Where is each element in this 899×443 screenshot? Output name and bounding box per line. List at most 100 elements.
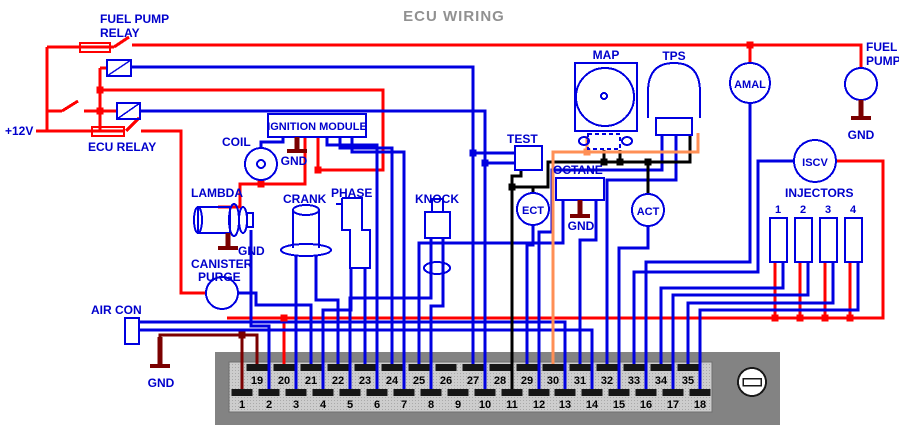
- junction-dot: [314, 166, 322, 174]
- pin-slot-18: [689, 389, 711, 396]
- injector-3: [819, 217, 838, 263]
- pin-slot-33: [623, 364, 645, 371]
- air-con-symbol: [124, 317, 140, 345]
- pin-slot-4: [312, 389, 334, 396]
- map-center: [600, 92, 608, 100]
- junction-dot: [771, 314, 779, 322]
- pin-number-27: 27: [467, 375, 479, 387]
- junction-dot: [846, 314, 854, 322]
- octane-box: [555, 177, 605, 201]
- pin-number-16: 16: [640, 399, 652, 411]
- label-gnd-ignition: GND: [281, 154, 308, 168]
- pin-number-12: 12: [533, 399, 545, 411]
- wire-crank-b: [314, 255, 340, 364]
- act-symbol: [631, 193, 665, 227]
- pin-slot-9: [447, 389, 469, 396]
- label-ect: ECT: [522, 205, 544, 217]
- junction-dot: [644, 158, 652, 166]
- wire-injector4-signal: [698, 262, 860, 389]
- wire-coil-module: [259, 136, 285, 148]
- relay-fuel-pump: [106, 59, 132, 77]
- label-canister: CANISTER: [191, 257, 253, 271]
- pin-slot-23: [354, 364, 376, 371]
- map-circle: [575, 67, 635, 127]
- pin-number-29: 29: [521, 375, 533, 387]
- pin-number-5: 5: [347, 399, 353, 411]
- label-purge: PURGE: [198, 270, 241, 284]
- wire-knock-b: [429, 238, 445, 389]
- pin-number-2: 2: [266, 399, 272, 411]
- coil-center: [256, 159, 266, 169]
- pin-slot-25: [408, 364, 430, 371]
- junction-dot: [238, 331, 246, 339]
- label-gnd-fuelpump: GND: [848, 128, 875, 142]
- canister-purge-symbol: [205, 276, 239, 310]
- ect-symbol: [516, 192, 550, 226]
- pin-number-33: 33: [628, 375, 640, 387]
- title: ECU WIRING: [403, 8, 505, 25]
- pin-number-15: 15: [613, 399, 625, 411]
- wires-layer: [36, 35, 885, 389]
- label-gnd-aircon: GND: [148, 376, 175, 390]
- crank-flange: [280, 243, 332, 257]
- lambda-ring2: [238, 206, 248, 234]
- label-coil: COIL: [222, 135, 251, 149]
- map-tab-right: [621, 136, 633, 146]
- pin-number-11: 11: [506, 399, 518, 411]
- pin-slot-7: [393, 389, 415, 396]
- label-fuel-pump-relay-line2: RELAY: [100, 26, 140, 40]
- label-map: MAP: [593, 48, 620, 62]
- label-iscv: ISCV: [802, 157, 828, 169]
- pin-slot-1: [231, 389, 253, 396]
- pin-number-30: 30: [547, 375, 559, 387]
- pin-slot-20: [273, 364, 295, 371]
- label-phase: PHASE: [331, 186, 372, 200]
- junction-dot: [96, 86, 104, 94]
- pin-number-13: 13: [559, 399, 571, 411]
- pin-slot-31: [569, 364, 591, 371]
- wire-aircon-2: [139, 328, 594, 389]
- pin-slot-15: [608, 389, 630, 396]
- pin-number-1: 1: [239, 399, 245, 411]
- pin-number-10: 10: [479, 399, 491, 411]
- injector-4: [844, 217, 863, 263]
- wire-aircon-1: [139, 320, 567, 389]
- wire-top-power: [132, 43, 863, 68]
- wire-purge-signal: [238, 291, 313, 364]
- pin-number-22: 22: [332, 375, 344, 387]
- pin-number-24: 24: [386, 375, 399, 387]
- tps-dome: [647, 61, 701, 118]
- pin-number-19: 19: [251, 375, 263, 387]
- map-tab-left: [578, 136, 590, 146]
- crank-top: [292, 204, 320, 216]
- pin-number-23: 23: [359, 375, 371, 387]
- pin-number-32: 32: [601, 375, 613, 387]
- label-injector-4: 4: [850, 204, 857, 216]
- junction-dots-layer: [96, 41, 854, 339]
- label-ignition-module: IGNITION MODULE: [267, 121, 367, 133]
- pin-number-28: 28: [494, 375, 506, 387]
- lambda-end: [193, 206, 203, 234]
- pin-slot-3: [285, 389, 307, 396]
- map-plug: [587, 133, 621, 150]
- label-injectors: INJECTORS: [785, 186, 853, 200]
- ground-symbols-layer: [150, 100, 871, 368]
- pin-slot-11: [501, 389, 523, 396]
- junction-dot: [469, 149, 477, 157]
- junction-dot: [796, 314, 804, 322]
- junction-dot: [821, 314, 829, 322]
- label-air-con: AIR CON: [91, 303, 142, 317]
- connector-screw-slot: [742, 377, 762, 387]
- knock-body: [424, 211, 451, 239]
- label-fuel: FUEL: [866, 40, 897, 54]
- phase-body: [341, 197, 371, 269]
- junction-dot: [616, 158, 624, 166]
- relay-ecu: [116, 102, 141, 120]
- pin-slot-32: [596, 364, 618, 371]
- wire-act-signal: [617, 226, 650, 389]
- coil-symbol: [244, 147, 278, 181]
- wire-amal-signal: [644, 103, 752, 389]
- pin-slot-26: [435, 364, 457, 371]
